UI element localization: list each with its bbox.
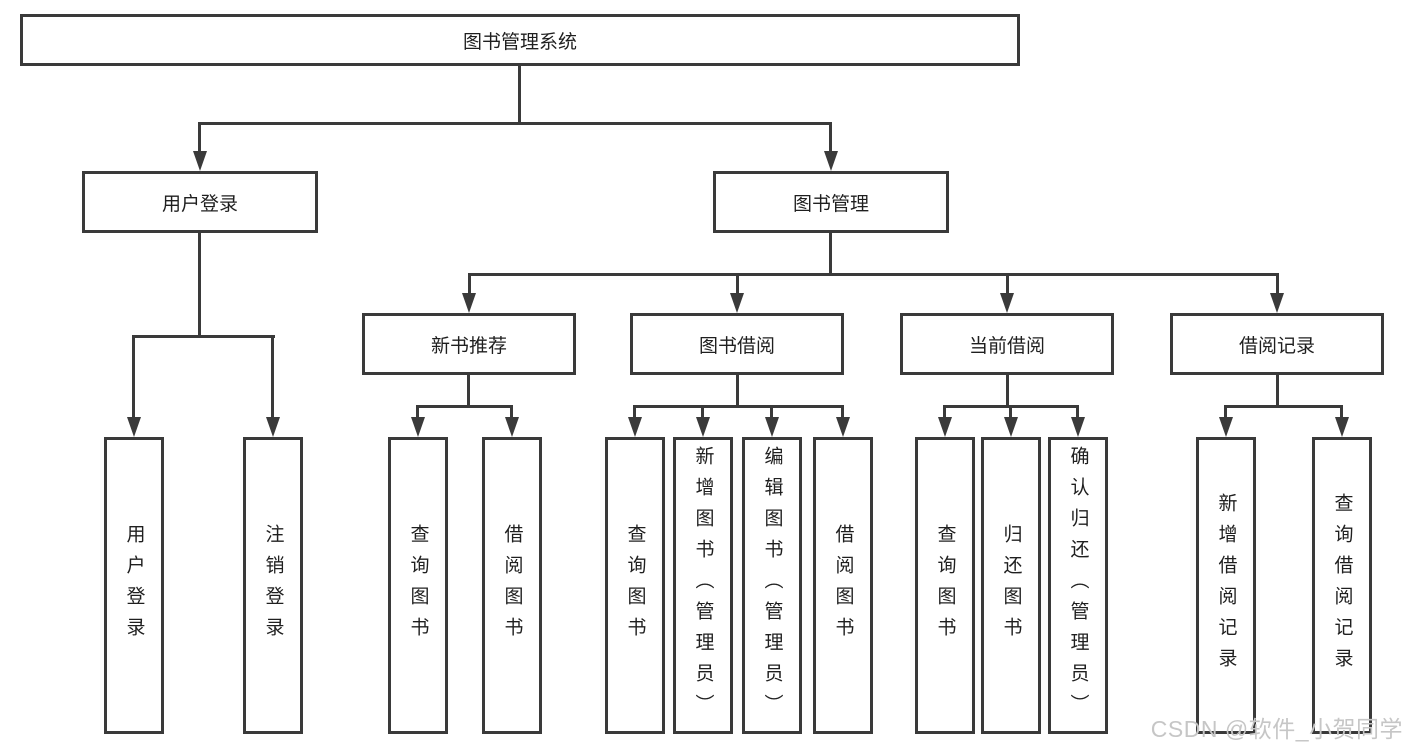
arrow-down-icon bbox=[1270, 293, 1284, 313]
node-br-query-borrow-record: 查询借阅记录 bbox=[1312, 437, 1372, 734]
node-label: 确认归还（管理员） bbox=[1067, 446, 1089, 725]
connector-line bbox=[198, 122, 832, 125]
node-cb-query-books: 查询图书 bbox=[915, 437, 975, 734]
arrow-down-icon bbox=[824, 151, 838, 171]
node-label: 查询图书 bbox=[407, 523, 429, 648]
connector-line bbox=[416, 405, 419, 419]
connector-line bbox=[518, 66, 521, 122]
connector-line bbox=[467, 375, 470, 405]
connector-line bbox=[841, 405, 844, 419]
connector-line bbox=[1076, 405, 1079, 419]
node-label: 查询借阅记录 bbox=[1331, 492, 1353, 679]
node-label: 图书管理系统 bbox=[462, 31, 577, 53]
node-label: 图书管理 bbox=[792, 193, 869, 215]
arrow-down-icon bbox=[938, 417, 952, 437]
arrow-down-icon bbox=[1000, 293, 1014, 313]
node-bb-edit-book-admin: 编辑图书（管理员） bbox=[742, 437, 802, 734]
arrow-down-icon bbox=[765, 417, 779, 437]
node-current-borrowing: 当前借阅 bbox=[900, 313, 1114, 375]
connector-line bbox=[271, 335, 274, 419]
arrow-down-icon bbox=[127, 417, 141, 437]
arrow-down-icon bbox=[505, 417, 519, 437]
node-label: 借阅记录 bbox=[1238, 335, 1315, 357]
node-label: 查询图书 bbox=[624, 523, 646, 648]
node-label: 借阅图书 bbox=[832, 523, 854, 648]
node-bb-add-book-admin: 新增图书（管理员） bbox=[673, 437, 733, 734]
connector-line bbox=[633, 405, 636, 419]
connector-line bbox=[1224, 405, 1227, 419]
connector-line bbox=[770, 405, 773, 419]
connector-line bbox=[198, 233, 201, 335]
connector-line bbox=[1276, 273, 1279, 295]
node-br-add-borrow-record: 新增借阅记录 bbox=[1196, 437, 1256, 734]
node-label: 新增图书（管理员） bbox=[692, 446, 714, 725]
node-cb-confirm-return-admin: 确认归还（管理员） bbox=[1048, 437, 1108, 734]
node-label: 查询图书 bbox=[934, 523, 956, 648]
arrow-down-icon bbox=[836, 417, 850, 437]
arrow-down-icon bbox=[1004, 417, 1018, 437]
node-user-login: 用户登录 bbox=[82, 171, 318, 233]
node-label: 用户登录 bbox=[161, 193, 238, 215]
connector-line bbox=[1006, 273, 1009, 295]
node-bb-borrow-books: 借阅图书 bbox=[813, 437, 873, 734]
node-cb-return-books: 归还图书 bbox=[981, 437, 1041, 734]
arrow-down-icon bbox=[462, 293, 476, 313]
node-new-book-recommendation: 新书推荐 bbox=[362, 313, 576, 375]
connector-line bbox=[198, 122, 201, 153]
connector-line bbox=[736, 375, 739, 405]
node-book-management: 图书管理 bbox=[713, 171, 949, 233]
node-logout: 注销登录 bbox=[243, 437, 303, 734]
connector-line bbox=[1009, 405, 1012, 419]
arrow-down-icon bbox=[1219, 417, 1233, 437]
arrow-down-icon bbox=[730, 293, 744, 313]
connector-line bbox=[468, 273, 1279, 276]
connector-line bbox=[943, 405, 946, 419]
node-borrowing-records: 借阅记录 bbox=[1170, 313, 1384, 375]
node-label: 借阅图书 bbox=[501, 523, 523, 648]
node-label: 当前借阅 bbox=[968, 335, 1045, 357]
connector-line bbox=[510, 405, 513, 419]
connector-line bbox=[133, 335, 275, 338]
arrow-down-icon bbox=[411, 417, 425, 437]
connector-line bbox=[701, 405, 704, 419]
connector-line bbox=[417, 405, 513, 408]
connector-line bbox=[1225, 405, 1343, 408]
connector-line bbox=[1340, 405, 1343, 419]
connector-line bbox=[829, 122, 832, 153]
node-book-borrowing: 图书借阅 bbox=[630, 313, 844, 375]
arrow-down-icon bbox=[266, 417, 280, 437]
connector-line bbox=[132, 335, 135, 419]
connector-line bbox=[468, 273, 471, 295]
connector-line bbox=[634, 405, 844, 408]
watermark: CSDN @软件_小贺同学 bbox=[1150, 716, 1403, 742]
arrow-down-icon bbox=[193, 151, 207, 171]
node-nbr-borrow-books: 借阅图书 bbox=[482, 437, 542, 734]
node-label: 新增借阅记录 bbox=[1215, 492, 1237, 679]
arrow-down-icon bbox=[696, 417, 710, 437]
node-label: 图书借阅 bbox=[698, 335, 775, 357]
arrow-down-icon bbox=[1335, 417, 1349, 437]
node-library-management-system: 图书管理系统 bbox=[20, 14, 1020, 66]
node-label: 用户登录 bbox=[123, 523, 145, 648]
connector-line bbox=[1276, 375, 1279, 405]
node-label: 新书推荐 bbox=[430, 335, 507, 357]
arrow-down-icon bbox=[628, 417, 642, 437]
node-nbr-query-books: 查询图书 bbox=[388, 437, 448, 734]
node-label: 归还图书 bbox=[1000, 523, 1022, 648]
node-bb-query-books: 查询图书 bbox=[605, 437, 665, 734]
node-label: 编辑图书（管理员） bbox=[761, 446, 783, 725]
connector-line bbox=[829, 233, 832, 273]
connector-line bbox=[736, 273, 739, 295]
node-label: 注销登录 bbox=[262, 523, 284, 648]
node-user-login-leaf: 用户登录 bbox=[104, 437, 164, 734]
arrow-down-icon bbox=[1071, 417, 1085, 437]
connector-line bbox=[1006, 375, 1009, 405]
